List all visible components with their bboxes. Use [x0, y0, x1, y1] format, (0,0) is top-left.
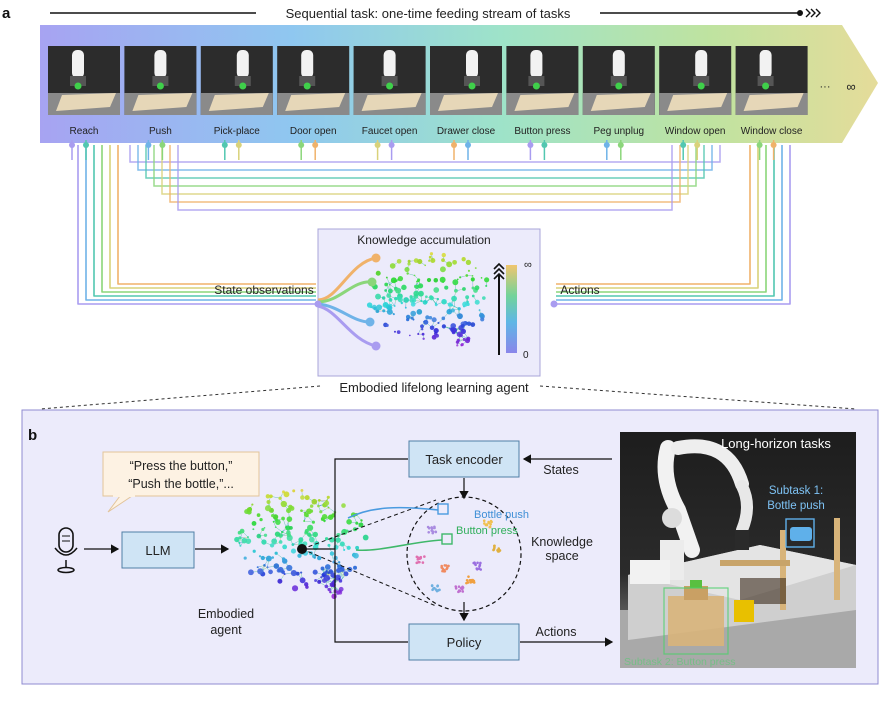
- state-route-1: [78, 145, 316, 304]
- task-thumb-1: [48, 46, 120, 115]
- task-thumb-10: [736, 46, 808, 115]
- task-label-1: Reach: [70, 126, 99, 137]
- stream-end-dot: [797, 10, 803, 16]
- state-observations-label: State observations: [214, 283, 313, 297]
- action-route-6: [556, 145, 750, 284]
- task-thumb-8: [583, 46, 655, 115]
- long-horizon-label: Long-horizon tasks: [721, 436, 831, 451]
- task-encoder-label: Task encoder: [425, 452, 503, 467]
- knowledge-space-label-1: Knowledge: [531, 535, 593, 549]
- task-label-6: Drawer close: [437, 126, 496, 137]
- policy-label: Policy: [447, 635, 482, 650]
- prompt-line-1: “Press the button,”: [130, 459, 233, 473]
- state-route-2: [86, 145, 316, 300]
- stream-ellipsis: ···: [820, 81, 831, 93]
- knowledge-space-label-2: space: [545, 549, 578, 563]
- bus-route-4: [154, 145, 696, 186]
- scale-top: ∞: [524, 259, 532, 271]
- state-route-5: [110, 145, 316, 288]
- task-thumb-5: [354, 46, 426, 115]
- task-port-7: [527, 142, 533, 148]
- long-horizon-photo: [620, 432, 856, 668]
- stream-infinity: ∞: [846, 79, 855, 94]
- task-label-3: Pick-place: [214, 126, 261, 137]
- embodied-label-2: agent: [210, 623, 242, 637]
- stream-chevrons-icon: [806, 9, 820, 17]
- states-label: States: [543, 463, 578, 477]
- task-thumb-3: [201, 46, 273, 115]
- task-label-5: Faucet open: [362, 126, 418, 137]
- task-port-5: [375, 142, 381, 148]
- panel-b-label: b: [28, 427, 37, 444]
- panel-a-label: a: [2, 5, 11, 22]
- action-route-3: [556, 145, 774, 296]
- task-label-10: Window close: [741, 126, 803, 137]
- task-port-1: [69, 142, 75, 148]
- task-label-2: Push: [149, 126, 172, 137]
- state-route-4: [102, 145, 316, 292]
- task-label-4: Door open: [290, 126, 337, 137]
- task-thumb-9: [659, 46, 731, 115]
- task-thumb-4: [277, 46, 349, 115]
- task-label-7: Button press: [514, 126, 570, 137]
- subtask-2-label: Subtask 2: Button press: [624, 656, 735, 668]
- subtask-1-label-2: Bottle push: [767, 500, 825, 512]
- state-port-dot: [315, 301, 322, 308]
- task-thumb-2: [124, 46, 196, 115]
- actions-label-a: Actions: [560, 283, 599, 297]
- stream-title: Sequential task: one-time feeding stream…: [286, 6, 571, 21]
- zoom-line-right: [540, 386, 856, 409]
- state-route-6: [118, 145, 316, 284]
- embodied-label-1: Embodied: [198, 607, 254, 621]
- bus-route-1: [130, 145, 720, 162]
- action-route-1: [556, 145, 790, 304]
- accumulation-scale: [506, 265, 517, 353]
- task-port-3: [222, 142, 228, 148]
- zoom-line-left: [40, 386, 320, 409]
- task-label-9: Window open: [665, 126, 726, 137]
- task-port-2: [145, 142, 151, 148]
- actions-port-dot: [551, 301, 558, 308]
- button-press-label: Button press: [456, 525, 518, 537]
- task-port-6: [451, 142, 457, 148]
- state-route-3: [94, 145, 316, 296]
- prompt-line-2: “Push the bottle,”...: [128, 477, 234, 491]
- task-thumb-6: [430, 46, 502, 115]
- knowledge-title: Knowledge accumulation: [357, 233, 490, 247]
- task-port-9: [680, 142, 686, 148]
- task-label-8: Peg unplug: [593, 126, 644, 137]
- action-route-4: [556, 145, 766, 292]
- task-port-4: [298, 142, 304, 148]
- subtask-1-label-1: Subtask 1:: [769, 485, 823, 497]
- scale-bottom: 0: [523, 350, 529, 361]
- task-port-10: [757, 142, 763, 148]
- task-thumb-7: [506, 46, 578, 115]
- agent-label: Embodied lifelong learning agent: [339, 380, 529, 395]
- actions-label-b: Actions: [536, 625, 577, 639]
- task-port-8: [604, 142, 610, 148]
- bottle-push-label: Bottle push: [474, 509, 529, 521]
- action-route-5: [556, 145, 758, 288]
- action-route-2: [556, 145, 782, 300]
- llm-label: LLM: [145, 543, 170, 558]
